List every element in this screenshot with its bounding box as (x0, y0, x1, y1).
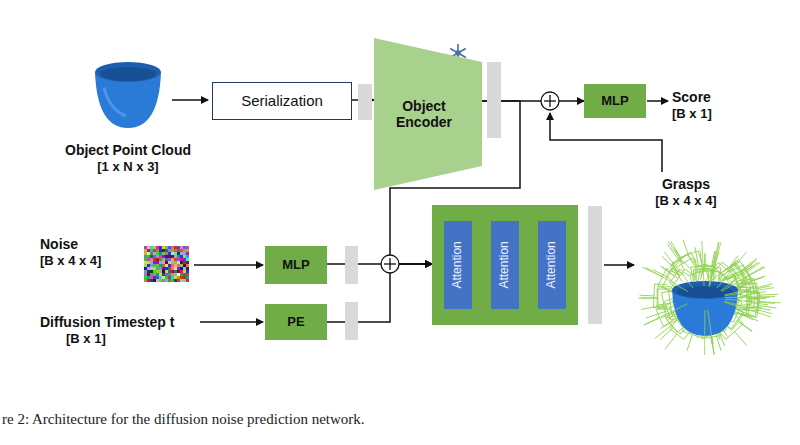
layer-box: MLP (584, 84, 646, 118)
grasp-illustration (638, 240, 780, 355)
input-arrow (172, 99, 208, 101)
connector-arrow (327, 264, 432, 322)
transformer-block: Attention Attention Attention (432, 205, 578, 325)
sum-junction (381, 255, 399, 273)
feature-bar (345, 302, 358, 340)
tensor-label: Noise (40, 236, 78, 252)
bowl-illustration (95, 62, 161, 128)
attention-box: Attention (444, 221, 472, 309)
tensor-label: [B x 1] (672, 107, 712, 122)
feature-bar (345, 246, 358, 284)
tensor-label: [1 x N x 3] (97, 160, 158, 175)
attention-box: Attention (491, 221, 519, 309)
output-arrow (604, 264, 634, 266)
node-label: Serialization (241, 92, 323, 109)
feature-bar (588, 206, 602, 324)
sum-junction (541, 92, 559, 110)
tensor-label: [B x 1] (66, 332, 106, 347)
tensor-label: Grasps (662, 176, 710, 192)
attention-box: Attention (538, 221, 566, 309)
tensor-label: [B x 4 x 4] (655, 194, 716, 209)
noise-arrow (194, 264, 263, 266)
tensor-label: [B x 4 x 4] (40, 254, 101, 269)
figure-caption: re 2: Architecture for the diffusion noi… (2, 411, 365, 428)
rotated-label: Attention (545, 241, 559, 288)
layer-box: MLP (265, 246, 327, 284)
node-label: Object Encoder (374, 98, 474, 130)
node-label: MLP (282, 258, 309, 273)
tensor-label: Diffusion Timestep t (40, 314, 174, 330)
layer-box: PE (265, 304, 327, 340)
grasp-input-line (550, 113, 662, 172)
rotated-label: Attention (498, 241, 512, 288)
node-label: MLP (601, 94, 628, 109)
rotated-label: Attention (451, 241, 465, 288)
encoder-trapezoid: Object Encoder (374, 38, 482, 190)
timestep-arrow (200, 321, 263, 323)
noise-image (144, 246, 189, 282)
tensor-label: Object Point Cloud (65, 142, 191, 158)
process-box: Serialization (212, 82, 352, 120)
node-label: PE (287, 315, 304, 330)
score-arrow (647, 100, 668, 102)
tensor-label: Score (672, 89, 711, 105)
feature-bar (358, 84, 372, 120)
feature-bar (487, 62, 501, 138)
